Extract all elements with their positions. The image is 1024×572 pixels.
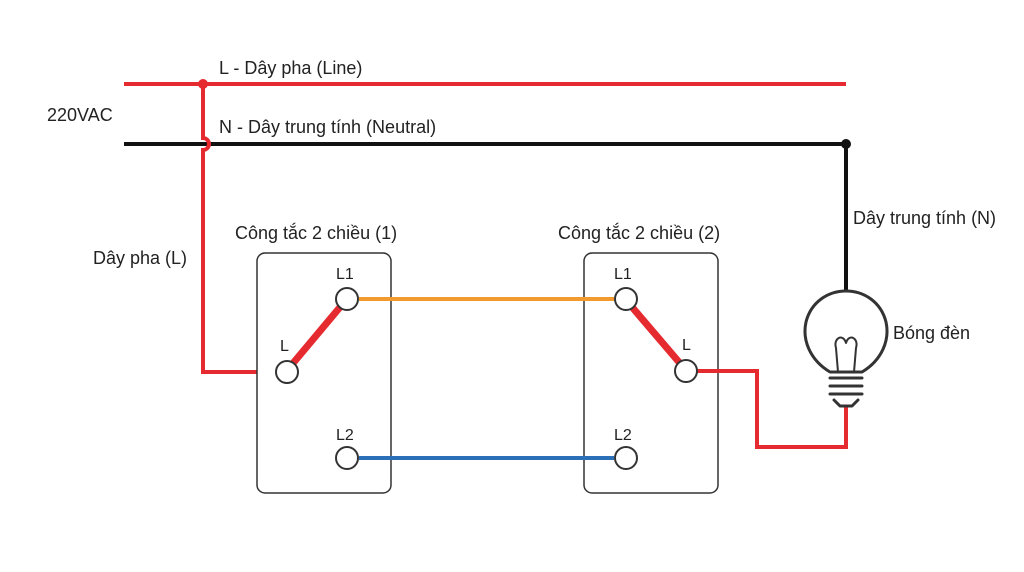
switch-2-terminal-l: [674, 359, 698, 383]
switch-1-terminal-l2: [335, 446, 359, 470]
switch-2-terminal-l-label: L: [682, 337, 691, 354]
switch-1-terminal-l2-label: L2: [336, 427, 354, 444]
switch-2-title: Công tắc 2 chiều (2): [558, 222, 720, 243]
switch-1-terminal-l-label: L: [280, 338, 289, 355]
line-label: L - Dây pha (Line): [219, 58, 362, 78]
lamp-label: Bóng đèn: [893, 323, 970, 343]
switch-2-lever: [622, 296, 688, 372]
light-bulb-icon: [803, 289, 889, 408]
switch-1-title: Công tắc 2 chiều (1): [235, 222, 397, 243]
switch-1-lever: [285, 296, 350, 372]
switch-2-terminal-l1: [614, 287, 638, 311]
switch-1-terminal-l1: [335, 287, 359, 311]
switch-1-box: [256, 252, 392, 494]
lamp-feed-wire: [686, 369, 848, 449]
switch-2-terminal-l1-label: L1: [614, 266, 632, 283]
switch-2-terminal-l2-label: L2: [614, 427, 632, 444]
phase-drop-wire: [201, 84, 286, 374]
switch-1-terminal-l: [275, 360, 299, 384]
phase-drop-label: Dây pha (L): [93, 248, 187, 268]
switch-1-terminal-l1-label: L1: [336, 266, 354, 283]
switch-2-terminal-l2: [614, 446, 638, 470]
neutral-drop-label: Dây trung tính (N): [853, 208, 996, 228]
voltage-label: 220VAC: [47, 105, 113, 125]
neutral-label: N - Dây trung tính (Neutral): [219, 117, 436, 137]
